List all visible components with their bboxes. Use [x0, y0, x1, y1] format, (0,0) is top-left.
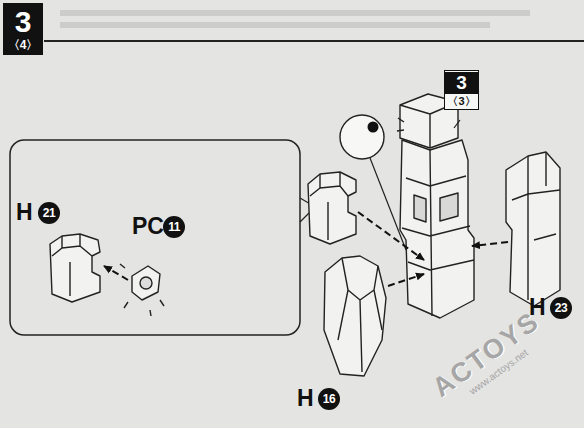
step-reference-box: 3〈3〉 — [444, 70, 479, 110]
part-number: 23 — [550, 297, 572, 319]
step-number-box: 3〈4〉 — [3, 3, 43, 55]
sub-step-number: 〈3〉 — [445, 94, 478, 108]
part-number: 11 — [163, 216, 185, 238]
part-number: 16 — [318, 388, 340, 410]
part-letter: H — [297, 387, 314, 410]
part-number: 21 — [38, 202, 60, 224]
part-letter: PC — [132, 215, 164, 238]
part-letter: H — [16, 201, 33, 224]
part-letter: H — [529, 296, 546, 319]
sub-step-number: 〈4〉 — [3, 38, 43, 52]
step-number: 3 — [445, 72, 478, 94]
step-number: 3 — [3, 6, 43, 38]
